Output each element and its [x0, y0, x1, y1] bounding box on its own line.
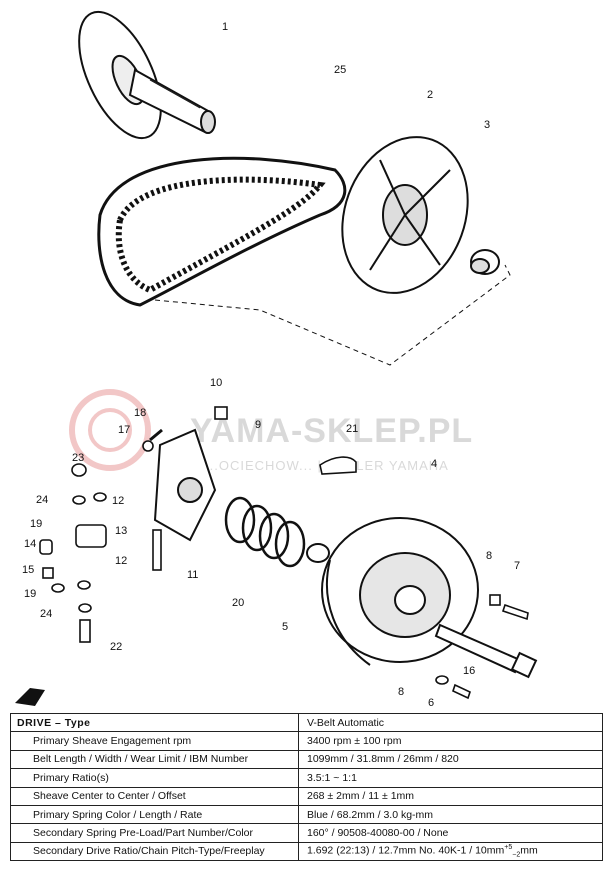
callout-label-24: 24 — [40, 608, 52, 620]
callout-label-6: 6 — [428, 697, 434, 708]
cap-part — [306, 543, 330, 563]
callout-label-16: 16 — [463, 665, 475, 677]
spec-value-text: 1.692 (22:13) / 12.7mm No. 40K-1 / 10mm — [307, 844, 505, 857]
callout-label-5: 5 — [282, 621, 288, 633]
spec-header-row: DRIVE – Type V-Belt Automatic — [10, 712, 603, 733]
callout-label-11: 11 — [187, 569, 198, 581]
callout-label-2: 2 — [427, 89, 433, 101]
spec-value: 1.692 (22:13) / 12.7mm No. 40K-1 / 10mm+… — [298, 841, 603, 862]
callout-label-17: 17 — [118, 424, 130, 436]
spec-label: Primary Ratio(s) — [10, 768, 299, 788]
callout-label-15: 15 — [22, 564, 34, 576]
callout-label-25: 25 — [334, 64, 346, 76]
spec-header-value: V-Belt Automatic — [298, 712, 603, 733]
spec-row: Sheave Center to Center / Offset 268 ± 2… — [10, 786, 603, 806]
forward-arrow-icon — [15, 688, 45, 706]
callout-label-4: 4 — [431, 458, 437, 470]
v-belt-part — [97, 156, 347, 307]
spec-label: Primary Spring Color / Length / Rate — [10, 804, 299, 825]
callout-label-9: 9 — [255, 419, 261, 431]
bushing-part — [470, 249, 500, 275]
callout-label-23: 23 — [72, 452, 84, 464]
bolt-part — [434, 623, 538, 679]
spec-value: 160° / 90508-40080-00 / None — [298, 823, 603, 843]
spec-value: 3400 rpm ± 100 rpm — [298, 731, 603, 751]
spec-header-label: DRIVE – Type — [10, 712, 299, 733]
watermark: YAMA-SKLEP.PL ...OCIECHOW... | DEALER YA… — [69, 389, 473, 473]
tolerance-plus: +5 — [504, 844, 513, 852]
spec-row: Secondary Spring Pre-Load/Part Number/Co… — [10, 823, 603, 843]
spec-label: Primary Sheave Engagement rpm — [10, 731, 299, 751]
spec-label: Belt Length / Width / Wear Limit / IBM N… — [10, 749, 299, 770]
primary-spring-part — [224, 496, 306, 568]
primary-sheave-part — [78, 10, 216, 140]
callout-label-10: 10 — [210, 377, 222, 389]
secondary-fixed-sheave-part — [341, 136, 469, 294]
spec-label: Secondary Spring Pre-Load/Part Number/Co… — [10, 823, 299, 843]
exploded-drive-diagram: YAMA-SKLEP.PL ...OCIECHOW... | DEALER YA… — [15, 10, 538, 708]
callout-label-3: 3 — [484, 119, 490, 131]
callout-label-13: 13 — [115, 525, 127, 537]
spec-row: Primary Ratio(s) 3.5:1 ~ 1:1 — [10, 768, 603, 788]
spec-value: 268 ± 2mm / 11 ± 1mm — [298, 786, 603, 806]
callout-label-12: 12 — [112, 495, 124, 507]
spec-value: 1099mm / 31.8mm / 26mm / 820 — [298, 749, 603, 770]
watermark-logo-icon — [69, 389, 151, 471]
callout-label-8: 8 — [398, 686, 404, 698]
callout-label-20: 20 — [232, 597, 244, 609]
callout-label-19: 19 — [24, 588, 36, 600]
spec-row: Primary Sheave Engagement rpm 3400 rpm ±… — [10, 731, 603, 751]
watermark-title: YAMA-SKLEP.PL — [190, 412, 473, 450]
small-hardware-parts — [39, 406, 529, 700]
callout-label-24: 24 — [36, 494, 48, 506]
spec-label: Sheave Center to Center / Offset — [10, 786, 299, 806]
spec-row: Belt Length / Width / Wear Limit / IBM N… — [10, 749, 603, 770]
callout-label-14: 14 — [24, 538, 36, 550]
callout-label-8: 8 — [486, 550, 492, 562]
assembly-guide-line — [154, 264, 511, 366]
callout-label-21: 21 — [346, 423, 358, 435]
spec-value: Blue / 68.2mm / 3.0 kg-mm — [298, 804, 603, 825]
callout-label-7: 7 — [514, 560, 520, 572]
callout-label-22: 22 — [110, 641, 122, 653]
spec-label: Secondary Drive Ratio/Chain Pitch-Type/F… — [10, 841, 299, 862]
primary-weight-housing-part — [153, 428, 217, 542]
tolerance-minus: −2 — [512, 851, 521, 859]
tolerance-unit: mm — [520, 844, 538, 857]
spec-row: Secondary Drive Ratio/Chain Pitch-Type/F… — [10, 841, 603, 862]
drive-spec-table: DRIVE – Type V-Belt Automatic Primary Sh… — [10, 712, 603, 862]
spec-value: 3.5:1 ~ 1:1 — [298, 768, 603, 788]
callout-label-1: 1 — [222, 21, 228, 33]
spec-row: Primary Spring Color / Length / Rate Blu… — [10, 804, 603, 825]
callout-label-12: 12 — [115, 555, 127, 567]
callout-label-18: 18 — [134, 407, 146, 419]
callout-label-19: 19 — [30, 518, 42, 530]
